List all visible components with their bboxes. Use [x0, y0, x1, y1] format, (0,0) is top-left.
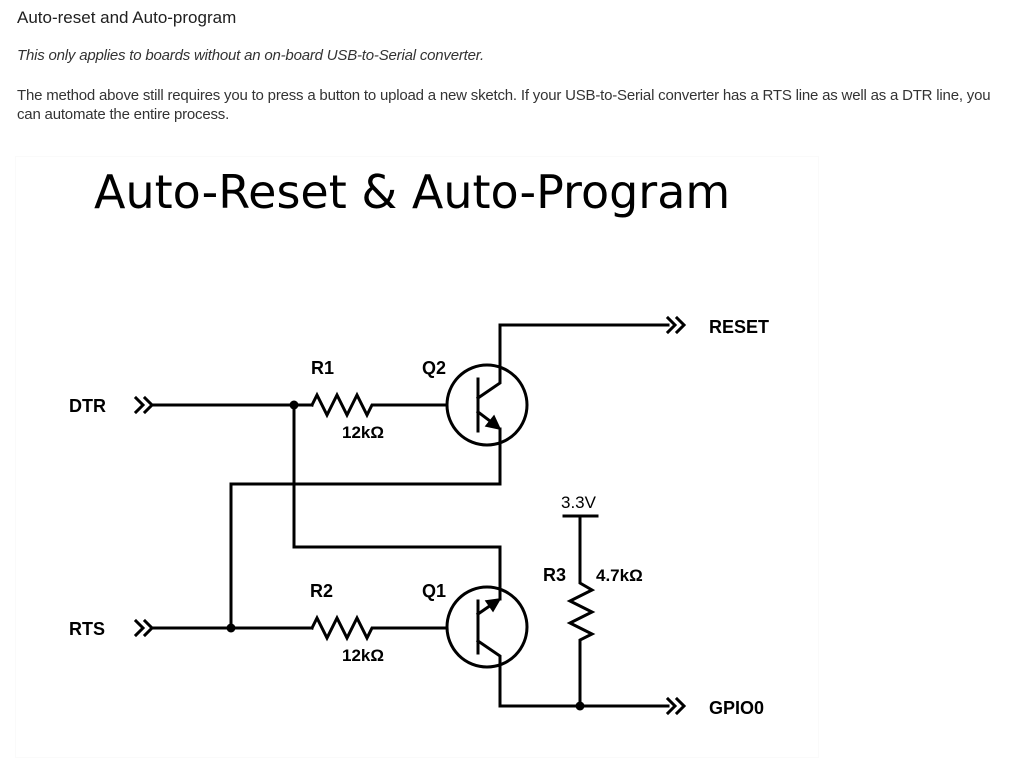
gpio0-label: GPIO0 [709, 698, 764, 718]
reset-port-icon [665, 315, 687, 335]
r1-label: R1 [311, 358, 334, 378]
gpio0-port-icon [665, 696, 687, 716]
dtr-label: DTR [69, 396, 106, 416]
schematic-figure [15, 156, 819, 758]
q1-label: Q1 [422, 581, 446, 601]
r2-label: R2 [310, 581, 333, 601]
r2-value: 12kΩ [342, 646, 384, 665]
diagram-title: Auto-Reset & Auto-Program [94, 165, 730, 219]
r1-value: 12kΩ [342, 423, 384, 442]
applicability-note: This only applies to boards without an o… [17, 47, 484, 64]
dtr-to-q1-wire [292, 403, 502, 590]
gpio0-junction-dot [575, 701, 585, 711]
q2-label: Q2 [422, 358, 446, 378]
q2-transistor [229, 323, 670, 630]
r3-resistor [566, 514, 596, 708]
section-heading: Auto-reset and Auto-program [17, 8, 237, 27]
q1-transistor [445, 585, 670, 708]
supply-label: 3.3V [561, 493, 597, 512]
r3-label: R3 [543, 565, 566, 585]
rts-label: RTS [69, 619, 105, 639]
dtr-port-icon [133, 395, 155, 415]
rts-junction-dot [226, 623, 236, 633]
r3-value: 4.7kΩ [596, 566, 643, 585]
description-paragraph: The method above still requires you to p… [17, 87, 991, 123]
reset-label: RESET [709, 317, 769, 337]
rts-port-icon [133, 618, 155, 638]
r1-resistor [309, 391, 449, 419]
r2-resistor [309, 614, 449, 642]
